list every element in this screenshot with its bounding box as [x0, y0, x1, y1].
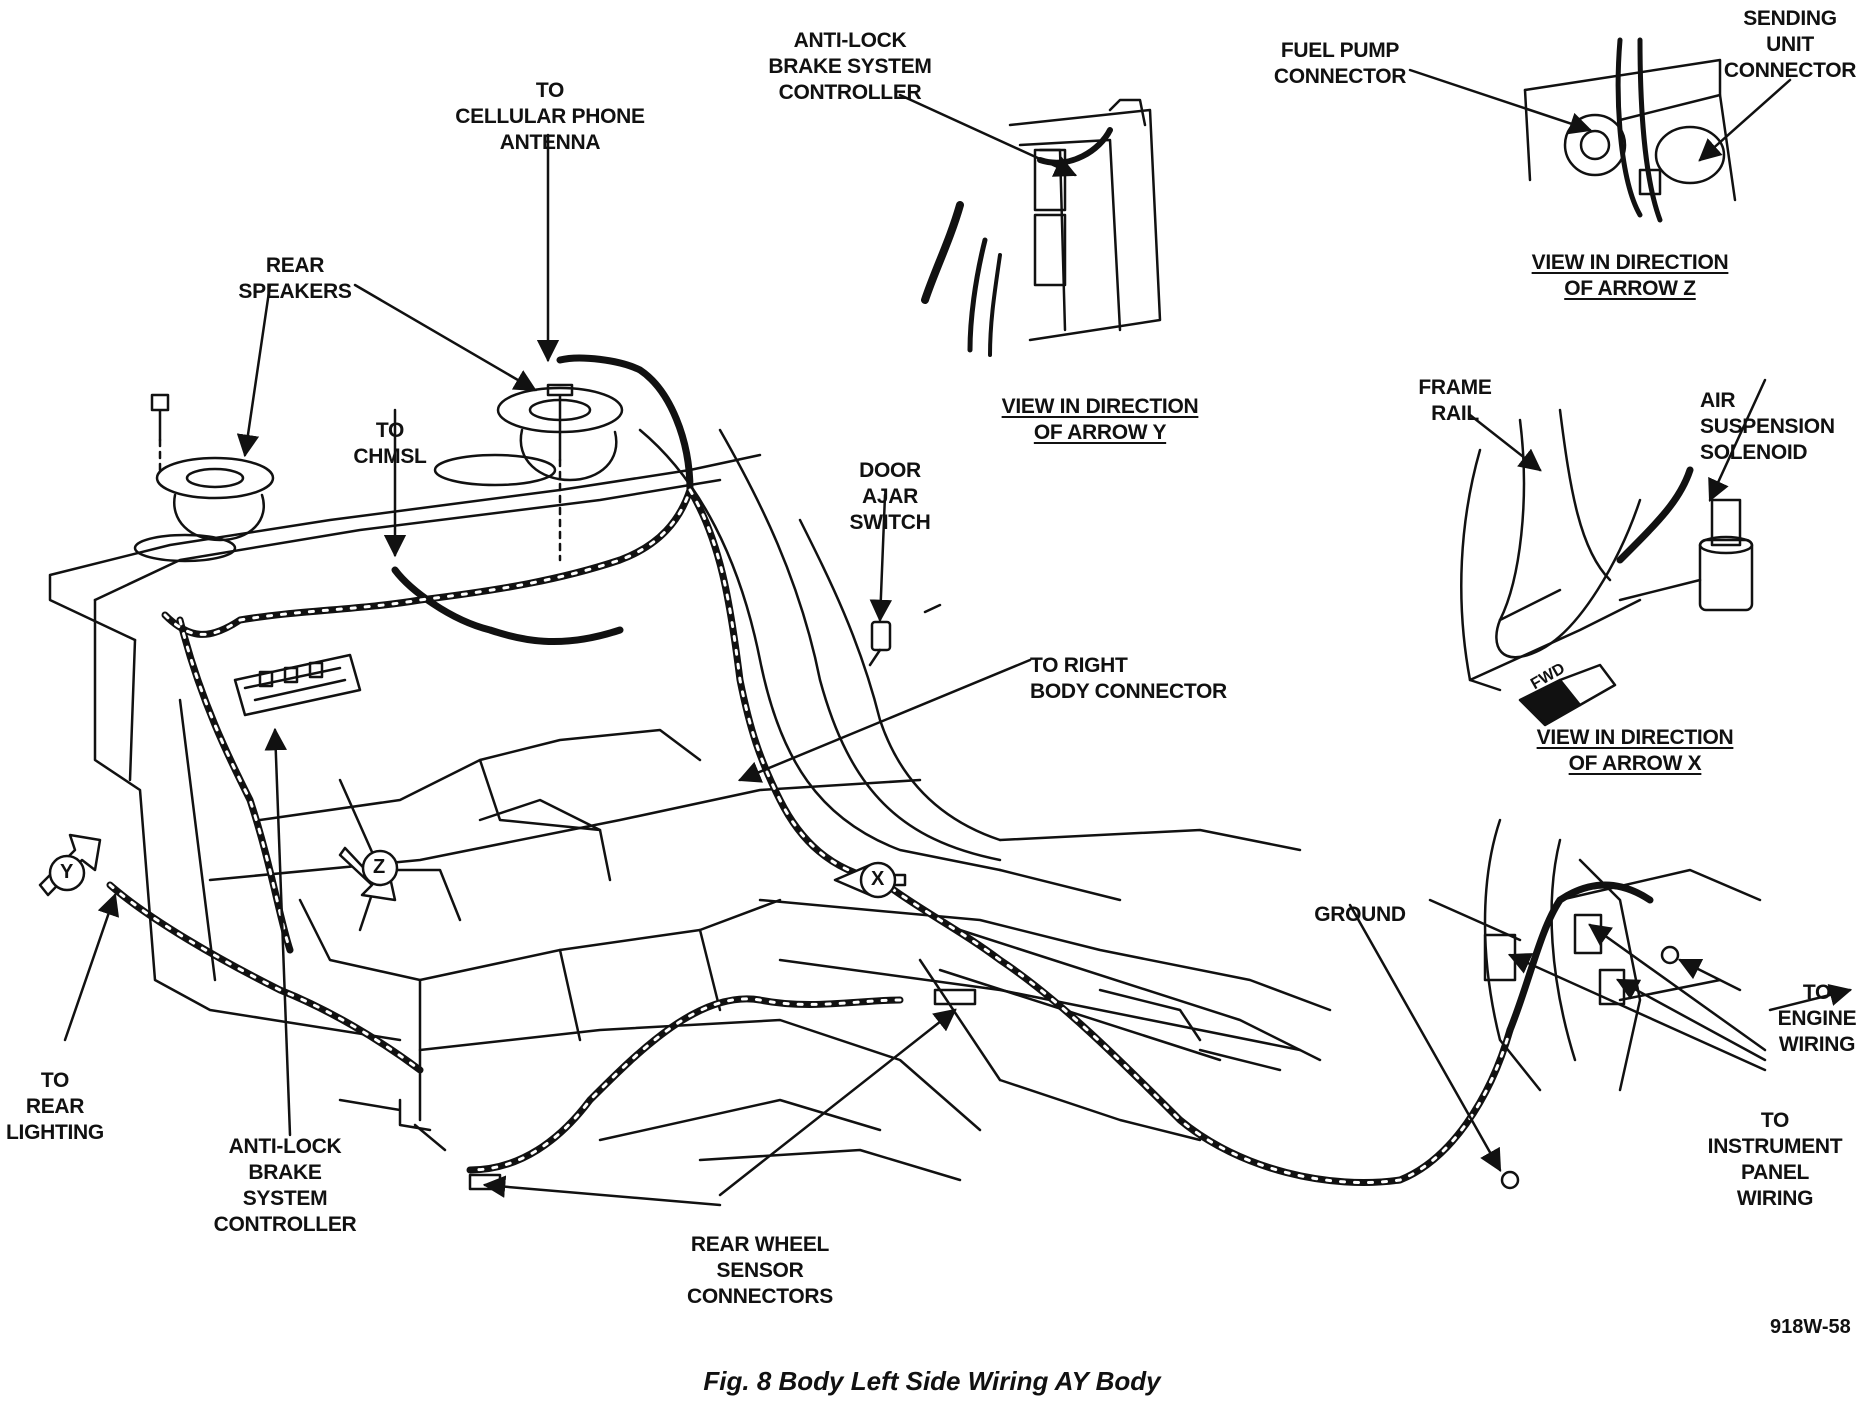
label-rear-speakers: REAR SPEAKERS — [238, 254, 352, 303]
label-ground: GROUND — [1314, 903, 1406, 926]
view-caption-arrow-y: VIEW IN DIRECTION OF ARROW Y — [1001, 395, 1199, 444]
label-sending-unit: SENDING UNIT CONNECTOR — [1723, 7, 1857, 82]
arrow-z-tag: Z — [373, 856, 386, 878]
view-caption-arrow-z: VIEW IN DIRECTION OF ARROW Z — [1531, 251, 1729, 300]
harness-tape-pattern — [108, 488, 1512, 1184]
inset-view-z — [1523, 37, 1737, 223]
label-frame-rail: FRAME RAIL — [1418, 376, 1492, 425]
rear-speaker-left — [150, 393, 275, 542]
inset-view-y — [921, 98, 1162, 357]
view-caption-arrow-x: VIEW IN DIRECTION OF ARROW X — [1536, 726, 1734, 775]
abs-controller — [233, 653, 362, 717]
view-arrow-y — [38, 833, 102, 897]
label-door-ajar: DOOR AJAR SWITCH — [849, 459, 931, 534]
label-right-body: TO RIGHT BODY CONNECTOR — [1030, 654, 1227, 703]
label-antilock-top: ANTI-LOCK BRAKE SYSTEM CONTROLLER — [768, 29, 932, 104]
label-antilock-bottom: ANTI-LOCK BRAKE SYSTEM CONTROLLER — [213, 1135, 357, 1236]
ground-bolt — [1500, 1170, 1520, 1190]
label-rear-lighting: TO REAR LIGHTING — [6, 1069, 104, 1144]
label-air-suspension: AIR SUSPENSION SOLENOID — [1700, 389, 1835, 464]
rear-speaker-right — [496, 383, 624, 562]
body-structure — [48, 428, 1762, 1182]
instrument-panel-connectors — [1483, 913, 1680, 1006]
label-instrument-panel: TO INSTRUMENT PANEL WIRING — [1707, 1109, 1843, 1210]
arrow-y-tag: Y — [60, 861, 74, 883]
label-cell-phone: TO CELLULAR PHONE ANTENNA — [455, 79, 645, 154]
arrow-x-tag: X — [871, 868, 885, 890]
figure-code: 918W-58 — [1770, 1316, 1851, 1338]
label-fuel-pump: FUEL PUMP CONNECTOR — [1273, 39, 1407, 88]
view-arrow-z — [338, 846, 399, 902]
leader-lines — [63, 68, 1853, 1207]
door-ajar-switch — [868, 603, 942, 667]
figure-caption: Fig. 8 Body Left Side Wiring AY Body — [703, 1366, 1161, 1396]
label-chmsl: TO CHMSL — [353, 419, 427, 468]
label-engine-wiring: TO ENGINE WIRING — [1777, 981, 1857, 1056]
inset-view-x — [1460, 408, 1754, 727]
view-arrow-x — [833, 861, 907, 899]
label-rear-wheel: REAR WHEEL SENSOR CONNECTORS — [687, 1233, 833, 1308]
